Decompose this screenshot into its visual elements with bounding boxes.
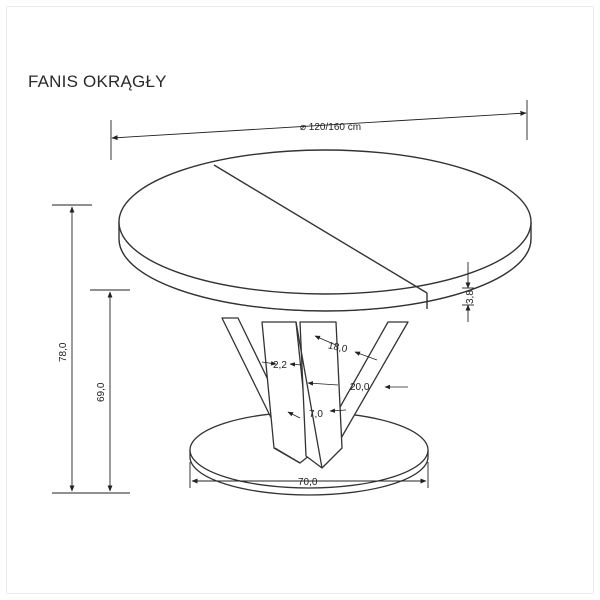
leg-width-top-label: 18,0 [327, 340, 349, 355]
leg-width-low-label: 7,0 [309, 409, 323, 420]
product-title: FANIS OKRĄGŁY [28, 72, 167, 91]
table-legs [221, 317, 409, 469]
leg-gap-label: 2,2 [273, 360, 287, 371]
leg-width-mid-label: 20,0 [350, 382, 370, 393]
top-thickness-label: 3,8 [465, 290, 476, 304]
base-diameter-dimension [189, 462, 429, 488]
base-diameter-label: 70,0 [298, 477, 318, 488]
drawing-frame [6, 6, 594, 594]
total-height-dimension [52, 204, 92, 494]
leg-dimensions [261, 335, 408, 419]
base-height-dimension [90, 289, 130, 494]
table-top [118, 149, 532, 312]
total-height-label: 78,0 [58, 342, 69, 362]
base-height-label: 69,0 [96, 382, 107, 402]
diameter-dimension [110, 100, 528, 160]
top-thickness-dimension [462, 262, 474, 322]
diameter-label: ⌀ 120/160 cm [300, 122, 361, 133]
